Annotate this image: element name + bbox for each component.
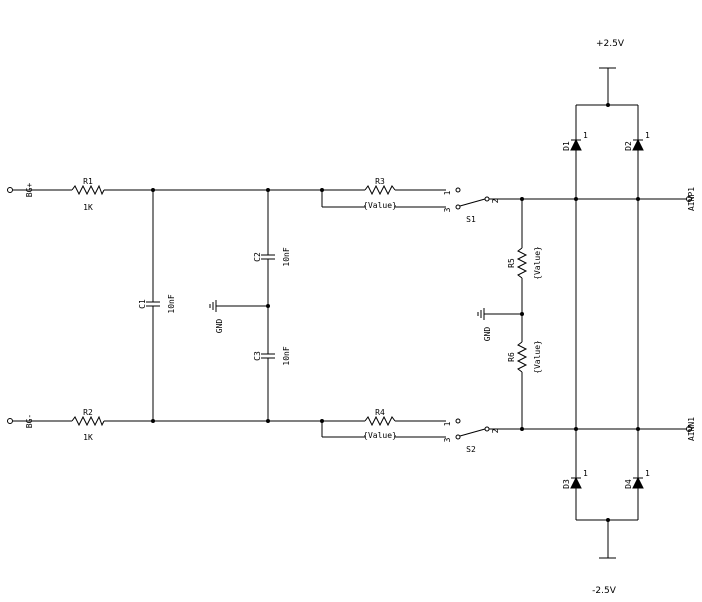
net-outputs — [522, 198, 686, 430]
output-pin-negative — [686, 426, 692, 432]
s2-pin3: 3 — [443, 437, 452, 442]
s1-pin1: 1 — [443, 190, 452, 195]
s1-pin2: 2 — [491, 198, 500, 203]
output-pin-positive — [686, 196, 692, 202]
gnd-left-label: GND — [215, 319, 224, 334]
ground-left: GND — [209, 300, 268, 334]
d3-pin: 1 — [583, 469, 588, 478]
capacitor-c2: C2 10nF — [253, 190, 291, 306]
r2-name: R2 — [83, 408, 93, 417]
output-label-negative: AINN1 — [687, 417, 696, 441]
supply-positive-label: +2.5V — [596, 39, 625, 49]
diode-d3: D3 1 — [562, 429, 588, 520]
s2-name: S2 — [466, 445, 476, 454]
resistor-r1: R1 1K — [71, 177, 105, 212]
junctions-left — [151, 188, 324, 423]
resistor-r2: R2 1K — [71, 408, 105, 442]
input-pin-positive — [7, 187, 13, 193]
switch-s2: 1 3 2 S2 — [443, 418, 522, 454]
d2-name: D2 — [624, 141, 633, 151]
c1-name: C1 — [138, 299, 147, 309]
supply-positive: +2.5V — [576, 39, 638, 107]
c2-value: 10nF — [282, 247, 291, 266]
junctions-right — [520, 197, 640, 431]
resistor-r6: R6 {Value} — [507, 314, 542, 429]
ground-right: GND — [477, 308, 522, 342]
resistor-r5: R5 {Value} — [507, 199, 542, 314]
r5-value: {Value} — [533, 246, 542, 280]
d4-name: D4 — [624, 479, 633, 489]
s1-pin3: 3 — [443, 207, 452, 212]
d1-name: D1 — [562, 141, 571, 151]
diode-d1: D1 1 — [562, 105, 588, 429]
c3-value: 10nF — [282, 346, 291, 365]
d4-pin: 1 — [645, 469, 650, 478]
s1-name: S1 — [466, 215, 476, 224]
supply-negative-label: -2.5V — [592, 586, 617, 596]
gnd-right-label: GND — [483, 327, 492, 342]
supply-negative: -2.5V — [576, 518, 638, 596]
capacitor-c1: C1 10nF — [138, 190, 176, 421]
d2-pin: 1 — [645, 131, 650, 140]
r4-name: R4 — [375, 408, 385, 417]
capacitor-c3: C3 10nF — [253, 306, 291, 421]
diode-d2: D2 1 — [624, 105, 650, 429]
d1-pin: 1 — [583, 131, 588, 140]
resistor-r4: R4 {Value} — [363, 408, 397, 440]
output-label-positive: AINP1 — [687, 187, 696, 211]
c3-name: C3 — [253, 351, 262, 361]
input-pin-negative — [7, 418, 13, 424]
diode-d4: D4 1 — [624, 429, 650, 520]
resistor-r3: R3 {Value} — [363, 177, 397, 210]
c1-value: 10nF — [167, 294, 176, 313]
switch-s1: 1 3 2 S1 — [443, 187, 522, 224]
r4-value: {Value} — [363, 431, 397, 440]
r3-name: R3 — [375, 177, 385, 186]
r1-value: 1K — [83, 203, 93, 212]
c2-name: C2 — [253, 252, 262, 262]
r3-value: {Value} — [363, 201, 397, 210]
s2-pin1: 1 — [443, 421, 452, 426]
r6-name: R6 — [507, 352, 516, 362]
s2-pin2: 2 — [491, 428, 500, 433]
r2-value: 1K — [83, 433, 93, 442]
input-label-positive: BG+ — [25, 183, 34, 198]
r5-name: R5 — [507, 258, 516, 268]
r1-name: R1 — [83, 177, 93, 186]
d3-name: D3 — [562, 479, 571, 489]
r6-value: {Value} — [533, 340, 542, 374]
input-label-negative: BG- — [25, 414, 34, 428]
